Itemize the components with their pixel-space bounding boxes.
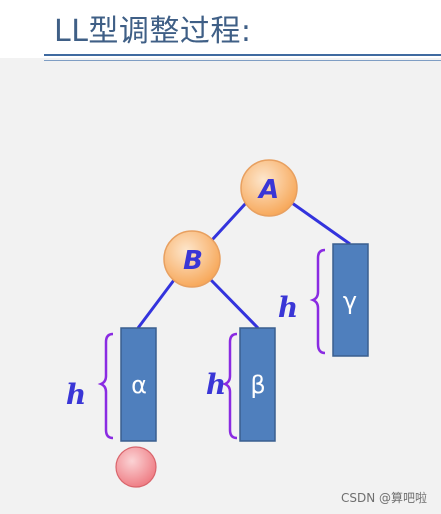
subtree-gamma-label: γ [343,287,357,315]
edge-a-gamma [291,201,351,246]
node-b-label: B [183,246,203,276]
title-underline [44,54,441,56]
height-label-beta: h [206,368,226,401]
watermark: CSDN @算吧啦 [340,491,427,505]
title-underline-thin [44,60,441,61]
subtree-beta-box [239,327,276,442]
node-b [163,230,221,288]
title-band [0,0,441,58]
subtree-alpha-box [120,327,157,442]
edge-b-alpha [136,279,176,329]
node-a [240,159,298,217]
brace-beta [221,332,238,440]
brace-alpha [97,332,114,440]
edge-b-beta [209,278,260,330]
edge-a-b [210,201,248,242]
subtree-beta-label: β [250,371,265,399]
node-a-label: A [257,175,279,205]
page-title: LL型调整过程: [54,14,252,49]
subtree-gamma-box [332,243,369,357]
brace-gamma [309,248,326,355]
height-label-gamma: h [278,291,298,324]
inserted-node [115,446,157,488]
subtree-alpha-label: α [131,371,147,399]
height-label-alpha: h [66,378,86,411]
